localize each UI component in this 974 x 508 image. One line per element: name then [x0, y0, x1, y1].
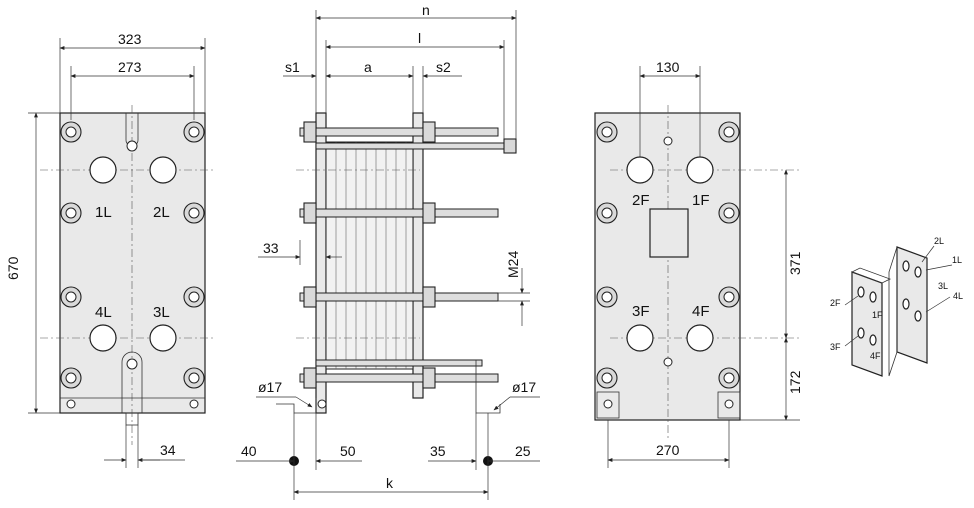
plate-fins — [335, 142, 407, 369]
port-3L — [149, 324, 177, 352]
center-window — [649, 208, 689, 258]
iso-label-1L: 1L — [952, 255, 962, 265]
dim-n: n — [422, 2, 430, 18]
label-1L: 1L — [95, 204, 112, 221]
label-2F: 2F — [632, 192, 650, 209]
port-1L — [89, 156, 117, 184]
iso-label-4L: 4L — [953, 291, 963, 301]
iso-back-plate — [896, 246, 928, 364]
dim-670: 670 — [5, 256, 21, 280]
fixed-plate — [315, 112, 327, 414]
dim-40: 40 — [241, 443, 257, 459]
dim-273: 273 — [118, 59, 142, 75]
rear-bolts — [596, 121, 740, 389]
port-2F — [626, 156, 654, 184]
label-3L: 3L — [153, 304, 170, 321]
dim-323: 323 — [118, 31, 142, 47]
iso-label-3F: 3F — [830, 342, 841, 352]
dim-k: k — [386, 475, 394, 491]
port-2L — [149, 156, 177, 184]
rear-plate — [594, 112, 741, 421]
iso-label-4F: 4F — [870, 351, 881, 361]
port-3F — [626, 324, 654, 352]
dim-172: 172 — [787, 370, 803, 394]
front-view: 1L 2L 4L 3L 323 273 670 34 — [5, 31, 215, 468]
iso-label-2F: 2F — [830, 298, 841, 308]
label-1F: 1F — [692, 192, 710, 209]
dim-25: 25 — [515, 443, 531, 459]
dim-270: 270 — [656, 442, 680, 458]
dim-s1: s1 — [285, 59, 300, 75]
iso-label-1F: 1F — [872, 310, 883, 320]
iso-label-2L: 2L — [934, 236, 944, 246]
iso-view: 2L 1L 3L 4L 2F 1F 3F 4F — [830, 236, 963, 377]
dim-130: 130 — [656, 59, 680, 75]
dim-m24: M24 — [505, 251, 521, 278]
dim-34: 34 — [160, 442, 176, 458]
rear-view: 2F 1F 3F 4F 130 371 172 270 — [594, 59, 803, 468]
side-view: n l s1 a s2 33 M24 ø17 ø17 — [236, 2, 540, 500]
iso-label-3L: 3L — [938, 281, 948, 291]
label-3F: 3F — [632, 303, 650, 320]
pressure-plate — [412, 112, 424, 399]
iso-ports — [857, 260, 922, 346]
dim-s2: s2 — [436, 59, 451, 75]
dim-d17-right: ø17 — [512, 379, 536, 395]
port-4F — [686, 324, 714, 352]
dim-50: 50 — [340, 443, 356, 459]
dim-d17-left: ø17 — [258, 379, 282, 395]
dim-35: 35 — [430, 443, 446, 459]
label-4F: 4F — [692, 303, 710, 320]
port-4L — [89, 324, 117, 352]
port-1F — [686, 156, 714, 184]
label-2L: 2L — [153, 204, 170, 221]
dim-33: 33 — [263, 240, 279, 256]
front-bolts — [60, 121, 205, 409]
plate-pack — [325, 141, 414, 370]
dim-371: 371 — [787, 251, 803, 275]
dim-a: a — [364, 59, 372, 75]
dim-l: l — [418, 30, 421, 46]
label-4L: 4L — [95, 304, 112, 321]
tie-rods — [299, 121, 499, 389]
